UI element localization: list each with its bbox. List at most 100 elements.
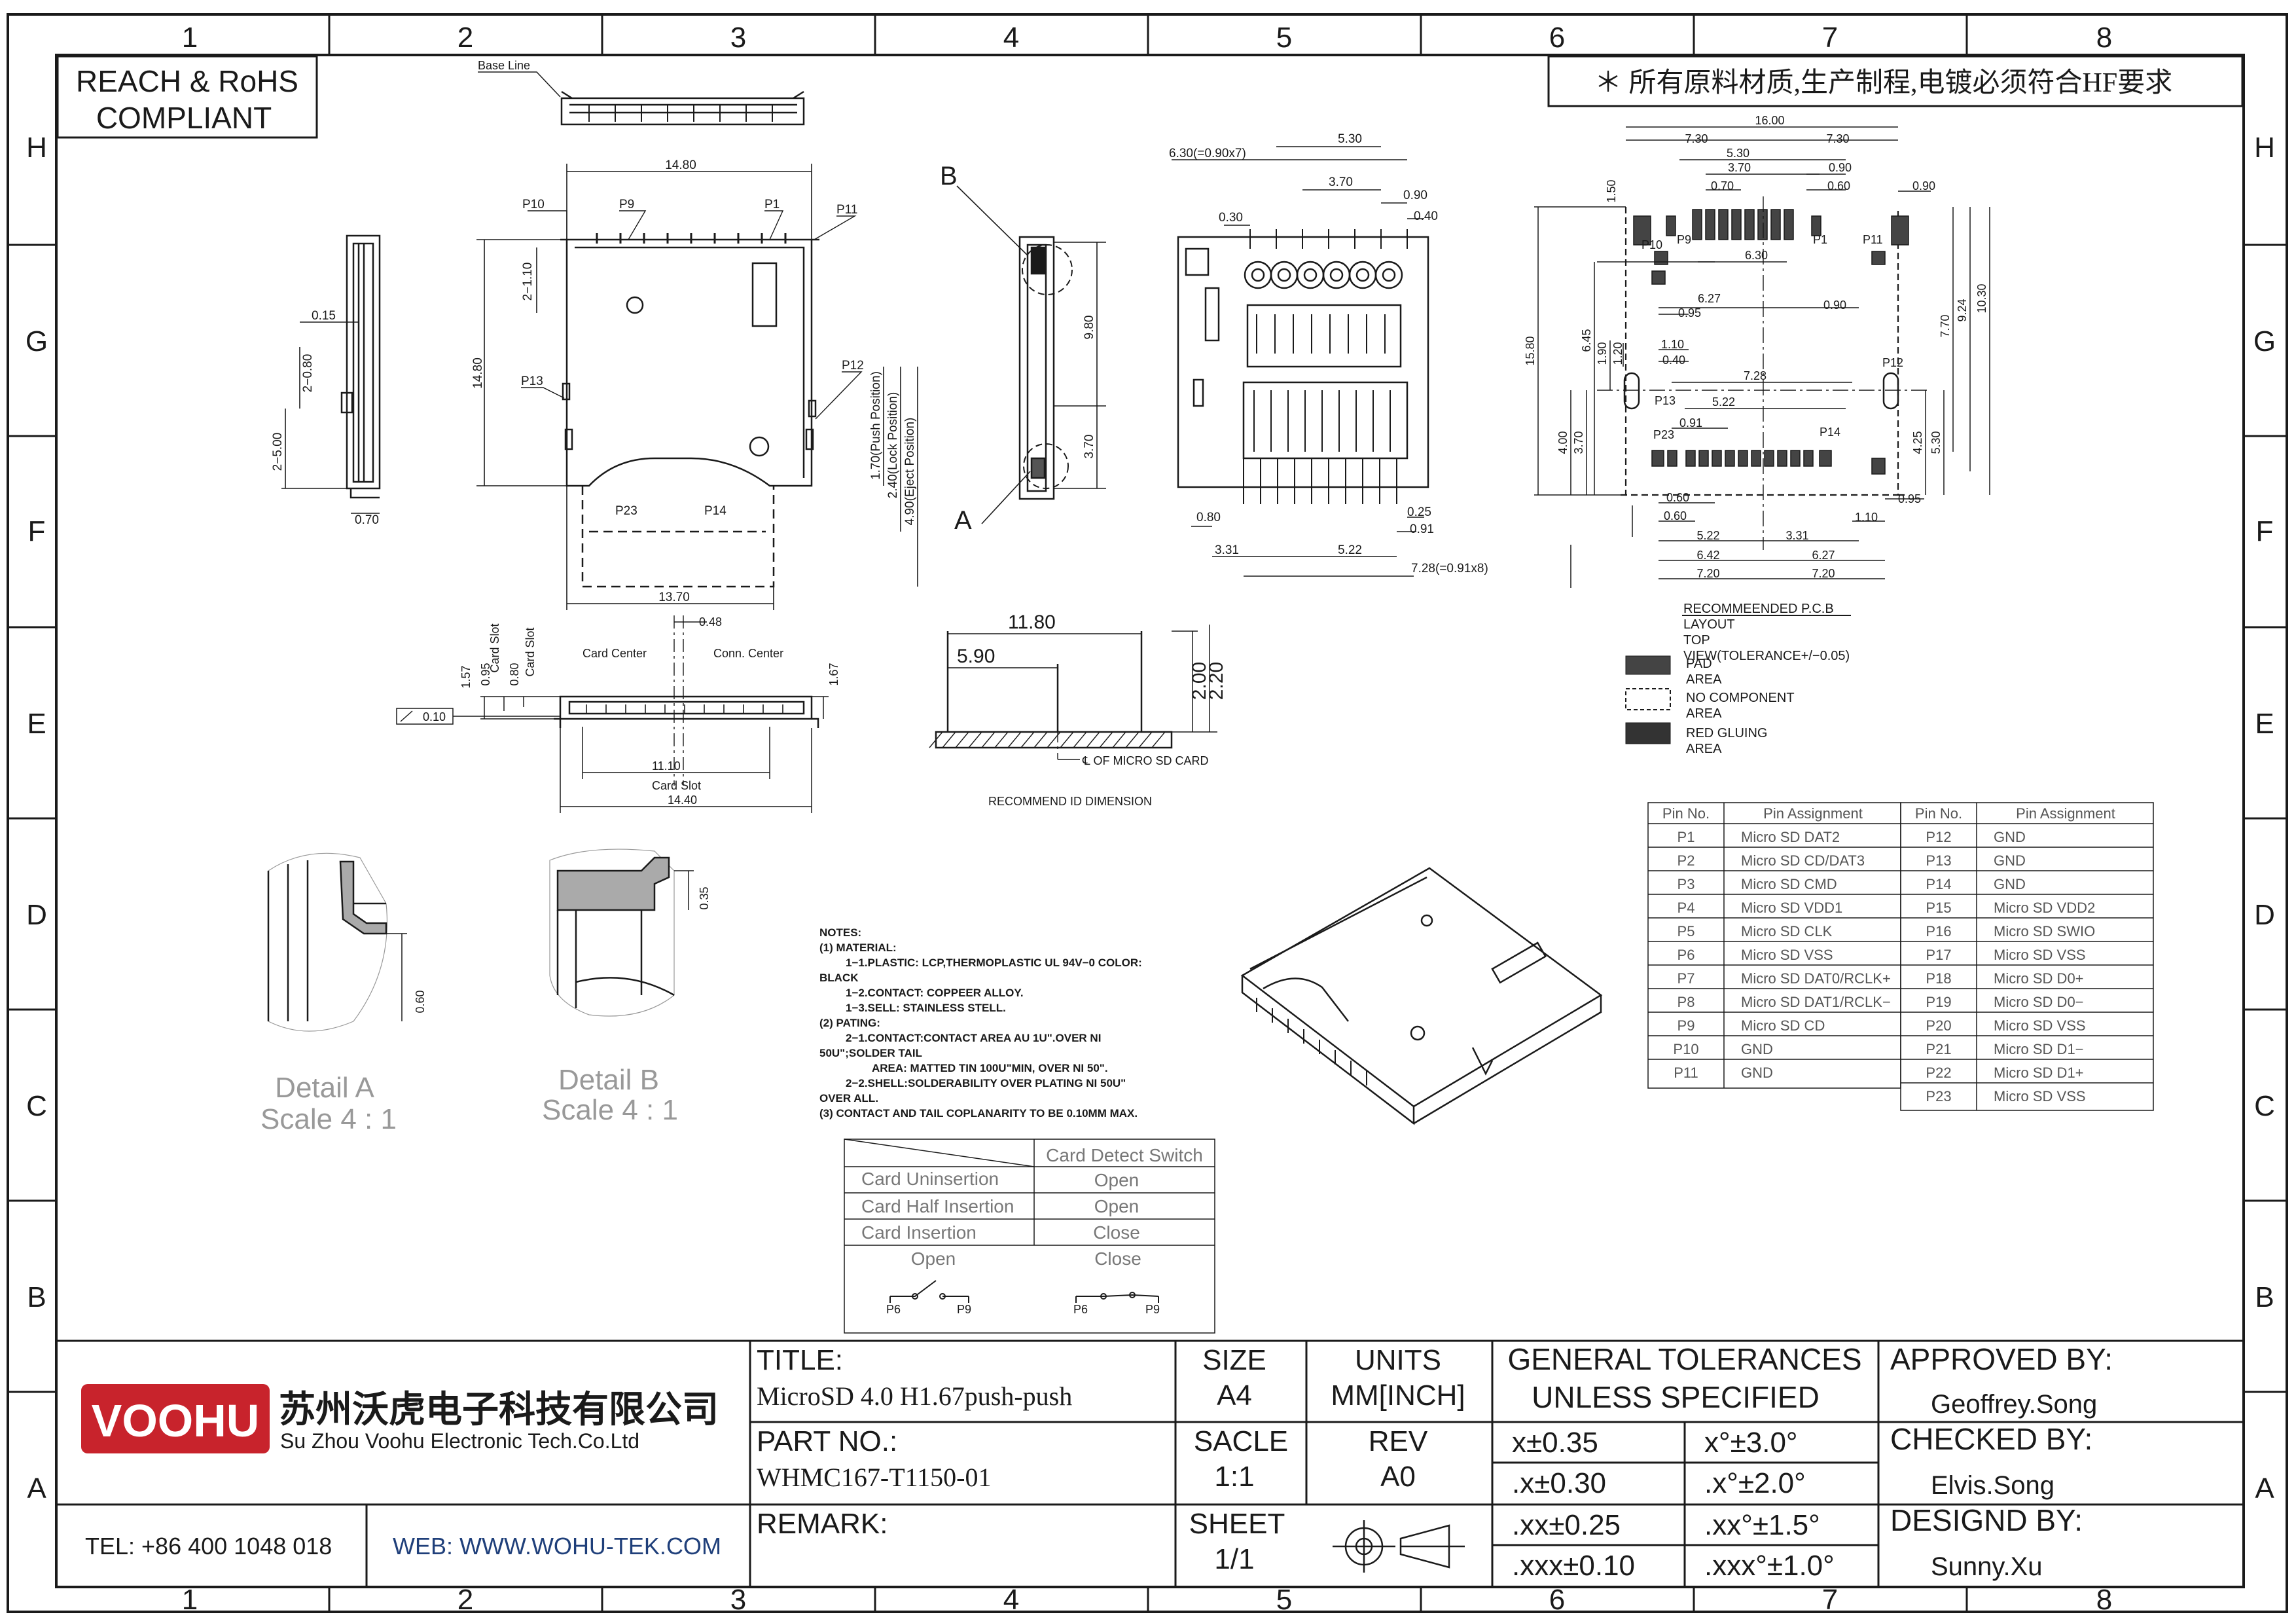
dim-label: 0.70 bbox=[355, 513, 379, 527]
note-line: OVER ALL. bbox=[819, 1092, 878, 1104]
pin-number: P19 bbox=[1926, 994, 1951, 1010]
dim-label: 2.00 bbox=[1189, 662, 1210, 700]
pin-number: P15 bbox=[1926, 900, 1951, 916]
card-slot-label: Card Slot bbox=[524, 627, 537, 676]
pin-label: P12 bbox=[1882, 356, 1903, 369]
switch-row-value: Close bbox=[1093, 1222, 1140, 1243]
row-label: H bbox=[2254, 132, 2275, 164]
dim-label: 0.91 bbox=[1410, 522, 1434, 536]
switch-row-state: Card Half Insertion bbox=[861, 1196, 1014, 1216]
dim-label: 3.70 bbox=[1083, 435, 1096, 459]
dim-label: 7.20 bbox=[1812, 567, 1835, 580]
dim-label: 4.25 bbox=[1911, 431, 1924, 454]
dim-label: 7.70 bbox=[1939, 314, 1952, 337]
detail-a: 0.60 Detail A Scale 4 : 1 bbox=[260, 852, 427, 1135]
dim-label: 2.20 bbox=[1206, 662, 1227, 700]
note-line: 2−1.CONTACT:CONTACT AREA AU 1U".OVER NI bbox=[846, 1032, 1101, 1044]
pin-assignment: Micro SD CMD bbox=[1741, 876, 1837, 892]
pin-assignment: GND bbox=[1994, 829, 2026, 845]
dim-label: 3.31 bbox=[1785, 529, 1808, 542]
card-slot-label: Card Slot bbox=[652, 779, 701, 792]
pcb-legend: RECOMMEENDED P.C.B LAYOUT TOP VIEW(TOLER… bbox=[1625, 602, 1851, 756]
dim-label: 6.27 bbox=[1698, 292, 1721, 305]
pin-number: P2 bbox=[1677, 852, 1695, 869]
dim-label: 0.90 bbox=[1823, 299, 1846, 312]
col-label: 2 bbox=[457, 1584, 473, 1616]
legend-title: LAYOUT bbox=[1683, 617, 1735, 632]
row-label: G bbox=[26, 325, 48, 357]
pin-label: P1 bbox=[1813, 233, 1827, 246]
legend-title: TOP bbox=[1683, 633, 1710, 647]
switch-row-state: Card Uninsertion bbox=[861, 1169, 999, 1189]
pin-assignment: Micro SD VSS bbox=[1994, 1017, 2086, 1034]
legend-no-component: NO COMPONENT bbox=[1686, 691, 1795, 705]
pin-assignment: GND bbox=[1994, 852, 2026, 869]
dim-label: 6.42 bbox=[1696, 549, 1719, 562]
dim-label: 6.27 bbox=[1812, 549, 1835, 562]
pin-number: P9 bbox=[1677, 1017, 1695, 1034]
tolerance-angular: .xx°±1.5° bbox=[1704, 1509, 1820, 1541]
dim-label: 0.80 bbox=[1196, 511, 1221, 524]
col-label: 8 bbox=[2096, 22, 2112, 54]
pin-assignment: GND bbox=[1741, 1041, 1773, 1057]
dim-label: 3.70 bbox=[1329, 175, 1353, 189]
detail-callout-a: A bbox=[954, 506, 972, 535]
rev-value: A0 bbox=[1380, 1461, 1416, 1493]
compliance-line2: COMPLIANT bbox=[96, 101, 272, 135]
title-value: MicroSD 4.0 H1.67push-push bbox=[757, 1381, 1072, 1411]
detail-a-title: Detail A bbox=[275, 1072, 374, 1104]
pin-label: P14 bbox=[1820, 426, 1840, 439]
logo-text: VOOHU bbox=[92, 1395, 260, 1446]
switch-row-value: Open bbox=[1094, 1196, 1139, 1216]
note-line: AREA: MATTED TIN 100U"MIN, OVER NI 50". bbox=[872, 1062, 1108, 1074]
pin-number: P16 bbox=[1926, 923, 1951, 939]
title-block: VOOHU 苏州沃虎电子科技有限公司 Su Zhou Voohu Electro… bbox=[56, 1340, 2244, 1587]
switch-row-value: Open bbox=[1094, 1170, 1139, 1190]
dim-label: 0.15 bbox=[312, 309, 336, 323]
base-line-label: Base Line bbox=[478, 59, 530, 72]
col-label: 6 bbox=[1549, 22, 1565, 54]
note-line: 2−2.SHELL:SOLDERABILITY OVER PLATING NI … bbox=[846, 1077, 1126, 1089]
switch-pin-label: P9 bbox=[1145, 1303, 1160, 1316]
switch-pin-label: P9 bbox=[957, 1303, 971, 1316]
projection-symbol-icon bbox=[1333, 1520, 1465, 1573]
pin-number: P17 bbox=[1926, 947, 1951, 963]
dim-label: 0.80 bbox=[508, 663, 521, 685]
dim-label: 11.10 bbox=[652, 759, 681, 773]
size-label: SIZE bbox=[1202, 1344, 1266, 1376]
dim-label: 0.95 bbox=[1898, 492, 1921, 505]
part-no-value: WHMC167-T1150-01 bbox=[757, 1463, 991, 1492]
switch-close-label: Close bbox=[1094, 1249, 1141, 1269]
pin-label: P11 bbox=[836, 203, 857, 217]
pin-assignment: Micro SD DAT2 bbox=[1741, 829, 1840, 845]
base-line-view: Base Line bbox=[478, 59, 805, 126]
col-label: 4 bbox=[1003, 22, 1019, 54]
dim-label: 1.70(Push Position) bbox=[869, 371, 883, 480]
pin-label: P23 bbox=[615, 504, 637, 518]
row-label: A bbox=[2255, 1472, 2274, 1504]
dim-label: 9.80 bbox=[1083, 316, 1096, 340]
side-view: 0.15 2−0.80 2−5.00 0.70 bbox=[271, 234, 381, 527]
pin-assignment: Micro SD DAT1/RCLK− bbox=[1741, 994, 1891, 1010]
pin-number: P3 bbox=[1677, 876, 1695, 892]
scale-value: 1:1 bbox=[1214, 1461, 1254, 1493]
row-label: C bbox=[2254, 1090, 2275, 1122]
dim-label: 3.70 bbox=[1728, 161, 1751, 174]
rev-label: REV bbox=[1369, 1425, 1428, 1457]
pin-label: P9 bbox=[1677, 233, 1691, 246]
pin-number: P22 bbox=[1926, 1065, 1951, 1081]
card-center-label: Card Center bbox=[583, 647, 647, 660]
row-label: H bbox=[26, 132, 47, 164]
dim-label: 15.80 bbox=[1524, 336, 1537, 365]
dim-label: 3.31 bbox=[1215, 543, 1239, 557]
pin-number: P18 bbox=[1926, 970, 1951, 987]
pin-label: P12 bbox=[842, 359, 864, 373]
pin-label: P13 bbox=[1655, 394, 1676, 407]
col-label: 7 bbox=[1822, 1584, 1838, 1616]
top-view: Base Line 14.80 14.80 13 bbox=[471, 59, 918, 610]
col-label: 8 bbox=[2096, 1584, 2112, 1616]
pin-label: P10 bbox=[522, 198, 545, 211]
dim-label: 0.60 bbox=[1827, 179, 1850, 192]
pin-table-header: Pin No. bbox=[1662, 805, 1710, 822]
